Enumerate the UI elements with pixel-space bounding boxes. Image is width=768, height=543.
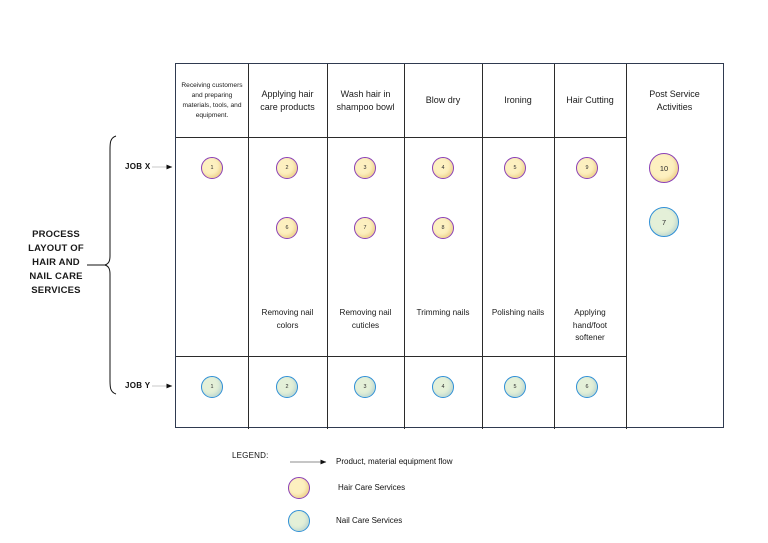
title-line-4: NAIL CARE <box>29 271 83 282</box>
node-nail-1[interactable]: 1 <box>201 376 223 398</box>
column-header-receiving: Receiving customers and preparing materi… <box>176 64 248 137</box>
column-separator <box>626 64 627 429</box>
node-hair-4[interactable]: 4 <box>432 157 454 179</box>
nail-task-label-removing-nail-cuticles: Removing nail cuticles <box>339 308 392 330</box>
legend-hair-node-icon <box>288 477 310 499</box>
column-header-text: Post Service Activities <box>649 88 700 112</box>
node-nail-7[interactable]: 7 <box>649 207 679 237</box>
column-header-applying-hair-care-products: Applying hair care products <box>248 64 327 137</box>
legend-label-nail-care: Nail Care Services <box>336 516 403 525</box>
node-hair-6[interactable]: 6 <box>276 217 298 239</box>
node-hair-3[interactable]: 3 <box>354 157 376 179</box>
nail-task-label-removing-nail-colors: Removing nail colors <box>261 308 314 330</box>
title-line-2: LAYOUT OF <box>28 243 84 254</box>
column-header-text: Ironing <box>504 95 532 105</box>
column-separator <box>248 64 249 429</box>
node-nail-6[interactable]: 6 <box>576 376 598 398</box>
node-hair-7[interactable]: 7 <box>354 217 376 239</box>
legend-label-flow: Product, material equipment flow <box>336 457 453 466</box>
node-hair-2[interactable]: 2 <box>276 157 298 179</box>
process-grid: Receiving customers and preparing materi… <box>175 63 724 429</box>
legend-label-hair-care: Hair Care Services <box>338 483 406 492</box>
column-header-hair-cutting: Hair Cutting <box>554 64 626 137</box>
node-nail-4[interactable]: 4 <box>432 376 454 398</box>
column-header-blow-dry: Blow dry <box>404 64 482 137</box>
column-header-wash-hair: Wash hair in shampoo bowl <box>327 64 404 137</box>
column-separator <box>404 64 405 429</box>
node-nail-3[interactable]: 3 <box>354 376 376 398</box>
header-row-separator <box>176 137 626 138</box>
title-line-3: HAIR AND <box>32 257 80 268</box>
column-separator <box>482 64 483 429</box>
legend-nail-node-icon <box>288 510 310 532</box>
column-header-text: Applying hair care products <box>260 88 315 112</box>
nail-task-label-trimming-nails: Trimming nails <box>416 308 470 317</box>
node-hair-8[interactable]: 8 <box>432 217 454 239</box>
diagram-title: PROCESS LAYOUT OF HAIR AND NAIL CARE SER… <box>8 228 104 298</box>
nail-task-label-polishing-nails: Polishing nails <box>491 308 545 317</box>
column-header-text: Blow dry <box>425 95 461 105</box>
node-hair-9[interactable]: 9 <box>576 157 598 179</box>
node-hair-10[interactable]: 10 <box>649 153 679 183</box>
title-line-5: SERVICES <box>31 285 81 296</box>
column-header-text: Wash hair in shampoo bowl <box>336 88 395 112</box>
column-header-post-service-activities: Post Service Activities <box>626 64 723 137</box>
title-line-1: PROCESS <box>32 229 80 240</box>
column-header-ironing: Ironing <box>482 64 554 137</box>
nail-task-label-applying-softener: Applying hand/foot softener <box>572 308 608 342</box>
job-y-row-separator <box>176 356 626 357</box>
column-separator <box>554 64 555 429</box>
column-header-text: Receiving customers and preparing materi… <box>181 81 243 119</box>
legend-title: LEGEND: <box>232 451 269 460</box>
node-nail-2[interactable]: 2 <box>276 376 298 398</box>
node-hair-1[interactable]: 1 <box>201 157 223 179</box>
job-x-label: JOB X <box>125 162 151 171</box>
job-y-label: JOB Y <box>125 381 151 390</box>
column-header-text: Hair Cutting <box>566 95 614 105</box>
node-nail-5[interactable]: 5 <box>504 376 526 398</box>
node-hair-5[interactable]: 5 <box>504 157 526 179</box>
column-separator <box>327 64 328 429</box>
